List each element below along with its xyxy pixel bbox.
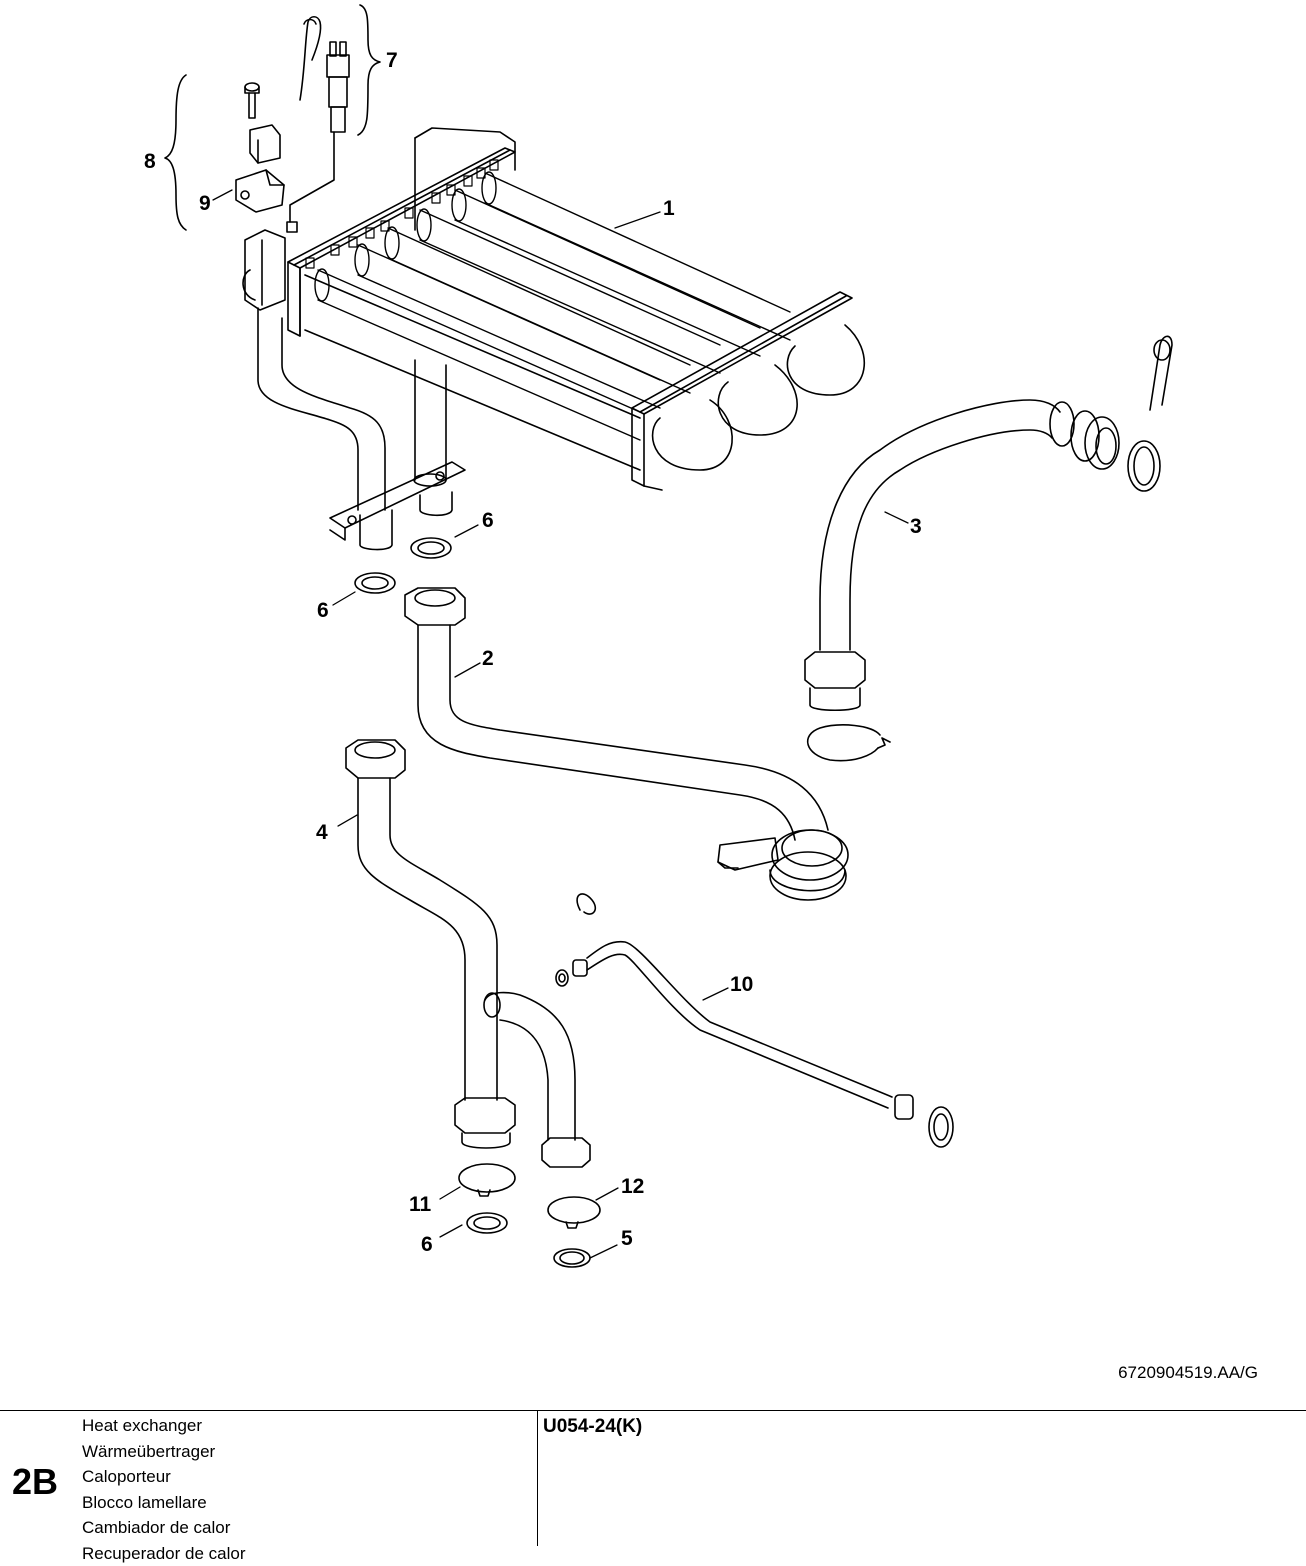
- washers: [355, 538, 590, 1267]
- leader-lines: [213, 190, 908, 1258]
- callout-number: 11: [409, 1193, 432, 1216]
- group-bracket-8: [165, 75, 186, 230]
- callout-number: 12: [621, 1175, 644, 1198]
- callout-number: 6: [317, 599, 329, 622]
- drawing-number: 6720904519.AA/G: [1118, 1363, 1258, 1383]
- model-number: U054-24(K): [543, 1416, 642, 1438]
- flow-pipe-part: [805, 336, 1172, 760]
- column-divider: [537, 1411, 538, 1546]
- part-name-pt: Recuperador de calor: [82, 1541, 245, 1566]
- callout-number: 4: [316, 821, 328, 844]
- callout-number: 6: [421, 1233, 433, 1256]
- title-block: 2B Heat exchanger Wärmeübertrager Calopo…: [0, 1410, 1306, 1546]
- callout-number: 9: [199, 192, 211, 215]
- section-code: 2B: [12, 1461, 58, 1503]
- callout-number: 1: [663, 197, 675, 220]
- group-bracket-7: [358, 5, 380, 135]
- part-name-de: Wärmeübertrager: [82, 1439, 245, 1465]
- callout-number: 6: [482, 509, 494, 532]
- callout-number: 2: [482, 647, 494, 670]
- callout-number: 8: [144, 150, 156, 173]
- callout-number: 3: [910, 515, 922, 538]
- sensor-electrode-part: [290, 17, 349, 222]
- part-name-en: Heat exchanger: [82, 1413, 245, 1439]
- heat-exchanger-part: [243, 128, 864, 550]
- callout-number: 7: [386, 49, 398, 72]
- callout-number: 5: [621, 1227, 633, 1250]
- cold-water-pipe-part: [346, 740, 600, 1228]
- exploded-parts-diagram: 1 2 3 4 5 6 6 6 7 8 9 10 11 12: [0, 0, 1306, 1400]
- part-name-es: Cambiador de calor: [82, 1515, 245, 1541]
- part-name-list: Heat exchanger Wärmeübertrager Caloporte…: [82, 1413, 245, 1566]
- fixing-clip-part: [236, 83, 284, 212]
- return-pipe-part: [405, 588, 848, 900]
- part-name-fr: Caloporteur: [82, 1464, 245, 1490]
- part-name-it: Blocco lamellare: [82, 1490, 245, 1516]
- small-tube-part: [556, 894, 953, 1147]
- callout-number: 10: [730, 973, 753, 996]
